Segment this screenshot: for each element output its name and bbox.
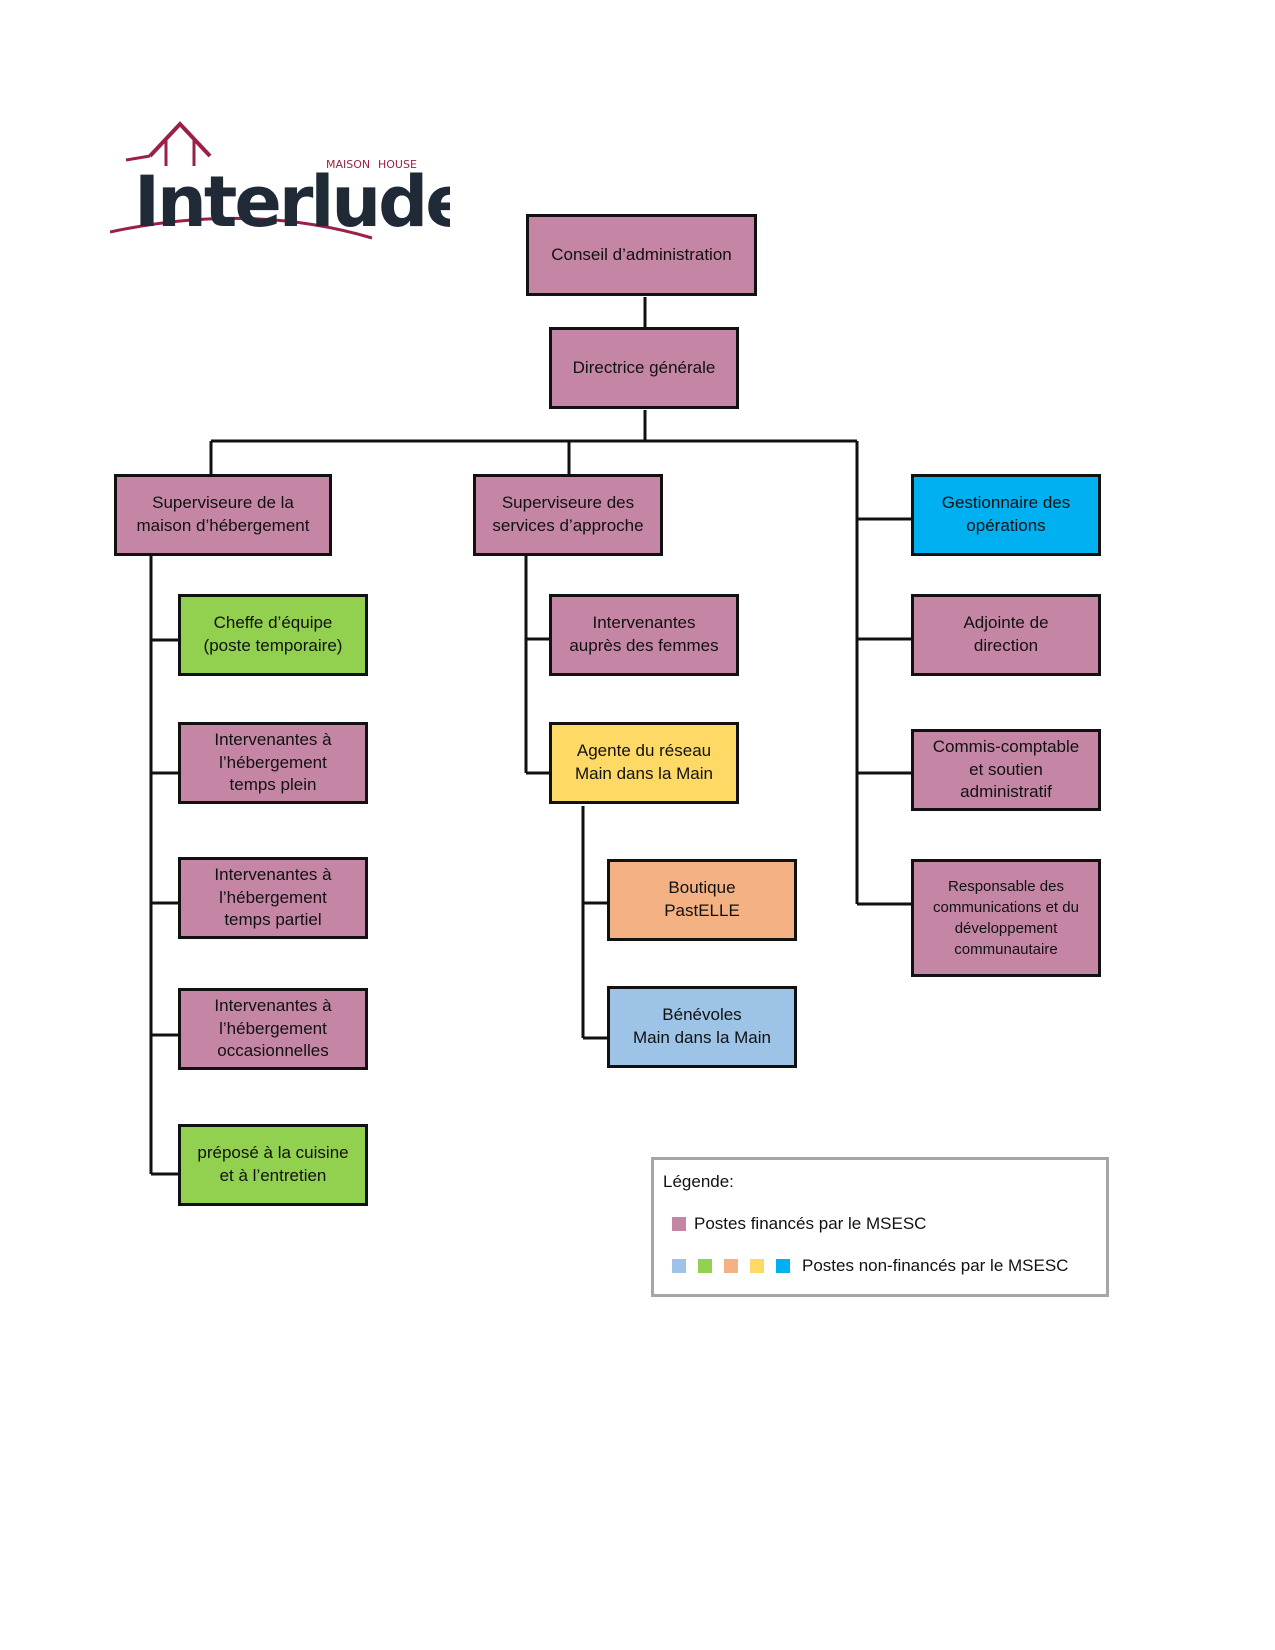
node-commis: Commis-comptable et soutien administrati… bbox=[911, 729, 1101, 811]
legend-funded-label: Postes financés par le MSESC bbox=[694, 1214, 927, 1233]
swatch-light-blue bbox=[672, 1259, 686, 1273]
node-heb-partiel: Intervenantes à l’hébergement temps part… bbox=[178, 857, 368, 939]
logo-tag-maison: MAISON bbox=[326, 158, 370, 171]
legend-row-non-funded: Postes non-financés par le MSESC bbox=[672, 1256, 1068, 1276]
logo-tag-house: HOUSE bbox=[378, 158, 417, 171]
node-heb-occasionnelles: Intervenantes à l’hébergement occasionne… bbox=[178, 988, 368, 1070]
logo-wordmark: Interlude bbox=[134, 161, 450, 243]
node-conseil: Conseil d’administration bbox=[526, 214, 757, 296]
node-sup-hebergement: Superviseure de la maison d’hébergement bbox=[114, 474, 332, 556]
node-adjointe: Adjointe de direction bbox=[911, 594, 1101, 676]
legend-row-funded: Postes financés par le MSESC bbox=[672, 1214, 926, 1234]
swatch-cyan bbox=[776, 1259, 790, 1273]
node-responsable-comm: Responsable des communications et du dév… bbox=[911, 859, 1101, 977]
node-gestionnaire: Gestionnaire des opérations bbox=[911, 474, 1101, 556]
node-heb-plein: Intervenantes à l’hébergement temps plei… bbox=[178, 722, 368, 804]
node-benevoles: Bénévoles Main dans la Main bbox=[607, 986, 797, 1068]
interlude-logo: Interlude MAISON HOUSE bbox=[109, 110, 473, 255]
logo-graphic: Interlude MAISON HOUSE bbox=[109, 121, 473, 243]
legend: Légende: Postes financés par le MSESC Po… bbox=[651, 1157, 1109, 1297]
node-boutique: Boutique PastELLE bbox=[607, 859, 797, 941]
legend-non-funded-label: Postes non-financés par le MSESC bbox=[802, 1256, 1069, 1275]
swatch-yellow bbox=[750, 1259, 764, 1273]
node-intervenantes-femmes: Intervenantes auprès des femmes bbox=[549, 594, 739, 676]
swatch-orange bbox=[724, 1259, 738, 1273]
node-cheffe: Cheffe d’équipe (poste temporaire) bbox=[178, 594, 368, 676]
node-prepose: préposé à la cuisine et à l’entretien bbox=[178, 1124, 368, 1206]
legend-title: Légende: bbox=[663, 1172, 734, 1191]
node-directrice: Directrice générale bbox=[549, 327, 739, 409]
swatch-green bbox=[698, 1259, 712, 1273]
swatch-funded bbox=[672, 1217, 686, 1231]
node-sup-approche: Superviseure des services d’approche bbox=[473, 474, 663, 556]
node-agente: Agente du réseau Main dans la Main bbox=[549, 722, 739, 804]
